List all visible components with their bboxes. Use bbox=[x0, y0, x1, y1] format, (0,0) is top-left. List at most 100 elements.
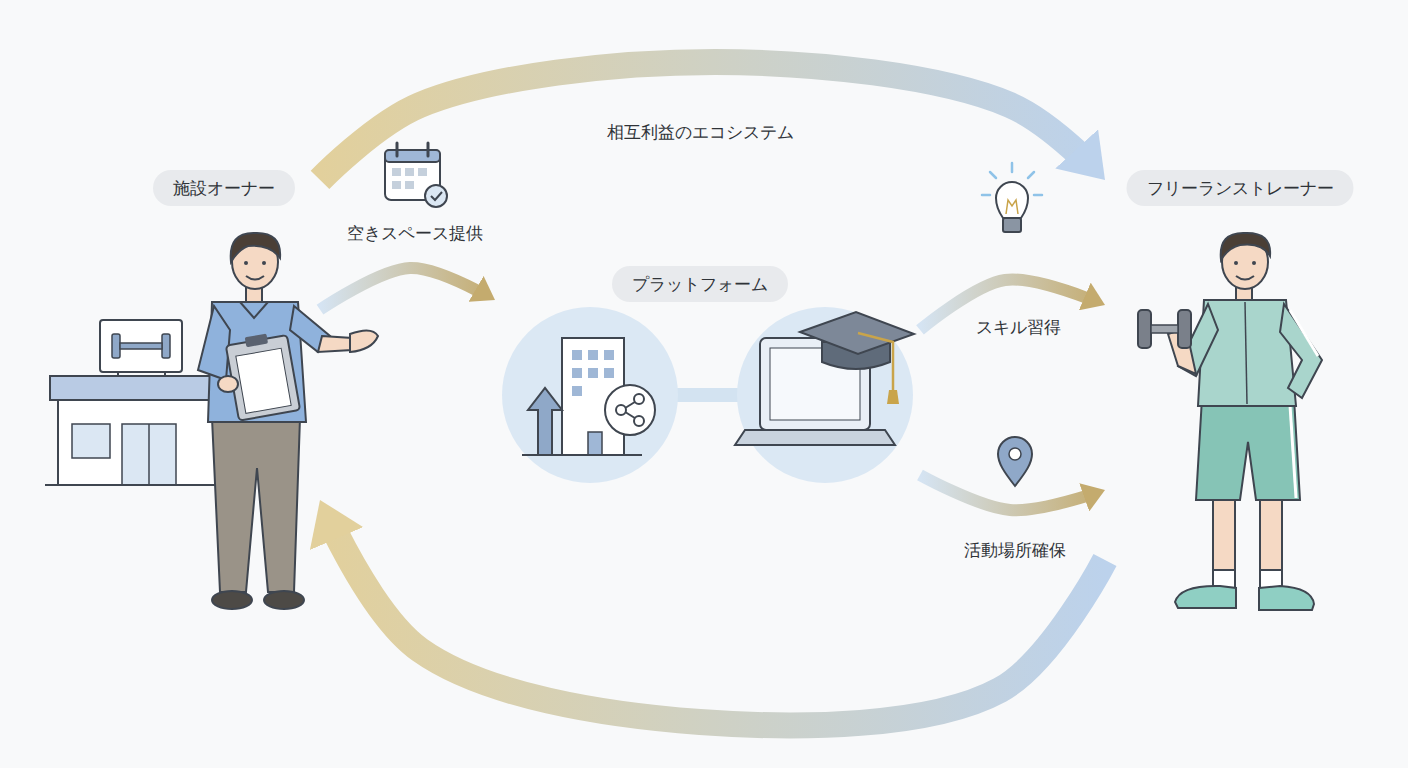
laptop-base bbox=[735, 430, 895, 445]
share-dot bbox=[634, 394, 644, 404]
light-ray bbox=[1034, 194, 1042, 197]
platform-illustration bbox=[502, 307, 914, 483]
gym-sign bbox=[100, 320, 182, 372]
share-dot bbox=[616, 405, 626, 415]
location-pin-icon bbox=[998, 437, 1032, 486]
calendar-ring bbox=[427, 143, 430, 156]
platform-link-bar bbox=[676, 388, 739, 402]
flow-label: 相互利益のエコシステム bbox=[607, 121, 794, 143]
calendar-cell bbox=[392, 181, 401, 189]
office-window bbox=[604, 368, 614, 378]
door-split bbox=[148, 424, 150, 485]
share-dot bbox=[634, 416, 644, 426]
owner-hand bbox=[350, 330, 378, 352]
owner-hair bbox=[231, 233, 280, 262]
sign-dumbbell-plate bbox=[162, 334, 170, 358]
calendar-header bbox=[385, 150, 440, 162]
sleeve-stripe bbox=[1290, 310, 1318, 356]
party-node: 施設オーナー bbox=[45, 165, 320, 617]
trainer-eye bbox=[1252, 261, 1256, 265]
owner-eye bbox=[244, 261, 248, 265]
office-window bbox=[604, 350, 614, 360]
flow-arrow bbox=[320, 268, 495, 310]
bulb-base bbox=[1003, 218, 1021, 232]
node-label-pill: プラットフォーム bbox=[612, 266, 788, 302]
office-window bbox=[588, 350, 598, 360]
office-window bbox=[572, 368, 582, 378]
ground-line bbox=[45, 484, 215, 486]
owner-trousers bbox=[212, 418, 300, 592]
owner-smile bbox=[246, 276, 264, 280]
office-window bbox=[572, 350, 582, 360]
light-ray bbox=[1028, 172, 1034, 178]
light-ray bbox=[982, 194, 990, 197]
platform-circle bbox=[502, 307, 678, 483]
growth-arrow bbox=[528, 388, 562, 455]
flow-arrow bbox=[320, 500, 1105, 725]
party-node: プラットフォーム bbox=[495, 262, 920, 494]
trainer-hair bbox=[1221, 233, 1270, 260]
calendar-cell bbox=[405, 181, 414, 189]
shorts-stripe bbox=[1290, 405, 1296, 498]
cap-board bbox=[800, 312, 914, 354]
clipboard bbox=[225, 330, 300, 421]
owner-sleeve bbox=[198, 306, 230, 380]
light-ray bbox=[1011, 163, 1014, 172]
cap-tassel-cord bbox=[858, 333, 893, 392]
sign-dumbbell-bar bbox=[120, 343, 162, 349]
flow-arrow bbox=[320, 62, 1105, 180]
calendar-check-badge bbox=[425, 185, 447, 207]
ground-line bbox=[522, 454, 642, 456]
trainer-shoe bbox=[1259, 586, 1314, 610]
flow-label: 空きスペース提供 bbox=[347, 222, 483, 244]
flow-label: スキル習得 bbox=[976, 316, 1061, 338]
lightbulb-icon bbox=[982, 163, 1042, 232]
trainer-eye bbox=[1234, 261, 1238, 265]
pin-shape bbox=[998, 437, 1032, 486]
bulb-filament bbox=[1006, 200, 1018, 214]
bulb-glass bbox=[996, 182, 1028, 218]
building-body bbox=[58, 400, 232, 485]
dumbbell-plate bbox=[1178, 310, 1191, 348]
owner-collar bbox=[240, 302, 268, 318]
owner-hand bbox=[218, 376, 238, 392]
clipboard-clip bbox=[245, 334, 268, 348]
cap-tassel bbox=[887, 390, 899, 404]
platform-circle bbox=[737, 307, 913, 483]
owner-shoe bbox=[264, 591, 304, 609]
trainer-shorts bbox=[1196, 398, 1300, 500]
flow-label: 活動場所確保 bbox=[964, 539, 1066, 561]
pin-hole bbox=[1009, 448, 1021, 460]
calendar-cell bbox=[392, 168, 401, 176]
trainer-arm bbox=[1280, 304, 1322, 398]
office-window bbox=[588, 368, 598, 378]
calendar-cell bbox=[418, 168, 427, 176]
owner-shoe bbox=[212, 591, 252, 609]
trainer-shoe bbox=[1175, 586, 1236, 608]
building-window bbox=[72, 424, 110, 458]
dumbbell-plate bbox=[1138, 310, 1151, 348]
sign-dumbbell-plate bbox=[112, 334, 120, 358]
light-ray bbox=[990, 172, 996, 178]
freelance-trainer-figure bbox=[1138, 233, 1322, 610]
calendar-icon bbox=[385, 143, 447, 207]
node-label-pill: 施設オーナー bbox=[153, 170, 295, 206]
flow-arrow bbox=[920, 475, 1105, 510]
office-door bbox=[588, 432, 602, 455]
clipboard-board bbox=[226, 335, 300, 421]
clipboard-paper bbox=[236, 348, 291, 413]
calendar-ring bbox=[396, 143, 399, 156]
owner-forearm bbox=[318, 336, 352, 352]
flow-arrow bbox=[920, 280, 1105, 330]
node-label-pill: フリーランストレーナー bbox=[1127, 170, 1354, 206]
building-door bbox=[122, 424, 176, 485]
jacket-zipper bbox=[1245, 302, 1247, 404]
owner-eye bbox=[262, 261, 266, 265]
office-window bbox=[572, 386, 582, 396]
share-badge bbox=[605, 385, 655, 435]
